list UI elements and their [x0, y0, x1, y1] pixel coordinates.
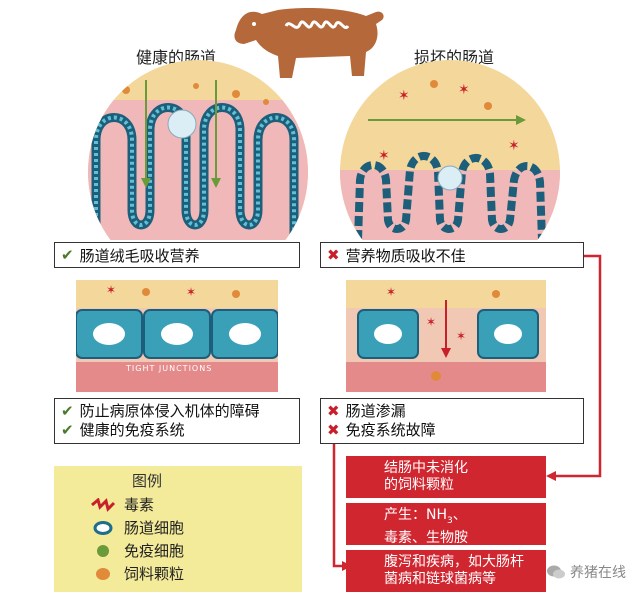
legend-title: 图例 [132, 472, 163, 490]
damaged-result-2: 免疫系统故障 [345, 421, 436, 439]
legend-label-gut-cell: 肠道细胞 [124, 519, 185, 537]
damaged-cells-illustration: ✶ ✶ ✶ [346, 280, 546, 392]
healthy-absorption-box: ✔ 肠道绒毛吸收营养 [54, 242, 300, 268]
wechat-icon [547, 565, 565, 579]
svg-text:✶: ✶ [426, 315, 436, 329]
products-subscript: 3 [447, 515, 453, 526]
svg-text:✶: ✶ [106, 283, 116, 297]
legend-item-toxin: 毒素 [90, 494, 154, 515]
healthy-absorption-text: 肠道绒毛吸收营养 [79, 246, 200, 265]
feed-particle-icon [96, 567, 110, 580]
pig-illustration [234, 8, 384, 78]
healthy-result-1: 防止病原体侵入机体的障碍 [79, 402, 260, 420]
check-icon: ✔ [61, 421, 74, 439]
svg-text:✶: ✶ [458, 82, 470, 98]
check-icon: ✔ [61, 402, 74, 420]
healthy-villi-illustration [88, 60, 308, 240]
healthy-results-box: ✔ 防止病原体侵入机体的障碍 ✔ 健康的免疫系统 [54, 398, 300, 444]
undigested-feed-line1: 结肠中未消化 [384, 460, 468, 476]
cross-icon: ✖ [327, 402, 340, 420]
damaged-villi-illustration: ✶ ✶ ✶ ✶ [340, 60, 560, 240]
products-line1: 产生：NH [384, 507, 447, 523]
products-box: 产生：NH3、 毒素、生物胺 [346, 503, 546, 546]
cross-icon: ✖ [327, 246, 340, 264]
damaged-result-1: 肠道渗漏 [345, 402, 406, 420]
damaged-results-box: ✖ 肠道渗漏 ✖ 免疫系统故障 [320, 398, 584, 444]
toxin-icon [91, 497, 116, 512]
check-icon: ✔ [61, 246, 74, 264]
gut-cell-icon [93, 520, 113, 535]
tight-junctions-label: TIGHT JUNCTIONS [126, 364, 213, 373]
undigested-feed-box: 结肠中未消化 的饲料颗粒 [346, 456, 546, 498]
legend-item-feed-particle: 饲料颗粒 [90, 563, 184, 584]
watermark-text: 养猪在线 [570, 565, 626, 581]
legend-label-immune-cell: 免疫细胞 [124, 542, 185, 560]
legend: 图例 毒素 肠道细胞 免疫细胞 饲料颗粒 [54, 466, 302, 592]
products-line1-end: 、 [452, 507, 467, 523]
legend-item-gut-cell: 肠道细胞 [90, 517, 184, 538]
healthy-cells-illustration: ✶ ✶ [76, 280, 278, 392]
legend-item-immune-cell: 免疫细胞 [90, 540, 184, 561]
undigested-feed-line2: 的饲料颗粒 [384, 477, 454, 493]
disease-box: 腹泻和疾病，如大肠杆 菌病和链球菌病等 [346, 550, 546, 592]
healthy-result-2: 健康的免疫系统 [79, 421, 185, 439]
svg-text:✶: ✶ [378, 148, 390, 164]
legend-label-toxin: 毒素 [124, 496, 155, 514]
svg-text:✶: ✶ [508, 138, 520, 154]
watermark: 养猪在线 [546, 562, 626, 582]
damaged-absorption-text: 营养物质吸收不佳 [345, 246, 466, 265]
disease-line2: 菌病和链球菌病等 [384, 571, 496, 587]
svg-text:✶: ✶ [386, 285, 396, 299]
svg-text:✶: ✶ [186, 285, 196, 299]
svg-text:✶: ✶ [456, 329, 466, 343]
legend-label-feed-particle: 饲料颗粒 [124, 565, 185, 583]
immune-cell-icon [97, 544, 109, 557]
products-line2: 毒素、生物胺 [384, 529, 468, 546]
svg-text:✶: ✶ [398, 88, 410, 104]
cross-icon: ✖ [327, 421, 340, 439]
disease-line1: 腹泻和疾病，如大肠杆 [384, 554, 524, 570]
damaged-absorption-box: ✖ 营养物质吸收不佳 [320, 242, 584, 268]
